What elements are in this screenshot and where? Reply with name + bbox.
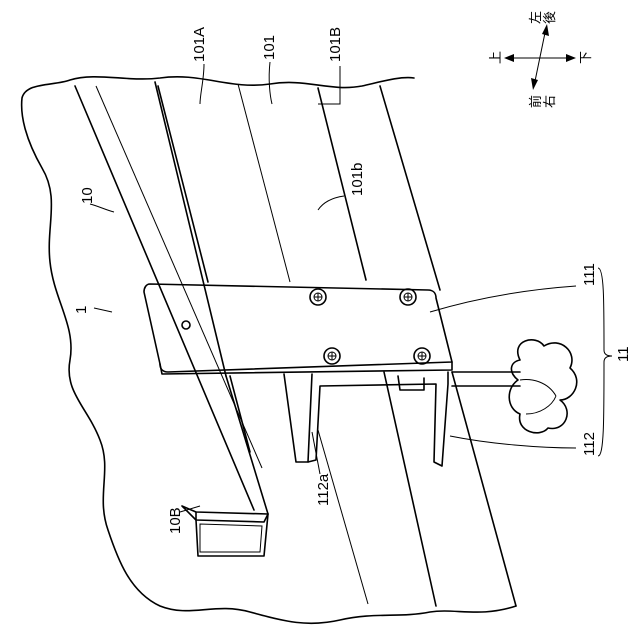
screw-4	[414, 348, 430, 364]
screw-2	[400, 289, 416, 305]
label-101: 101	[261, 35, 278, 60]
outline-boundary	[22, 77, 516, 624]
rail-10-edge	[155, 82, 226, 376]
label-1: 1	[73, 306, 90, 314]
dir-front: 前	[528, 95, 544, 108]
label-112: 112	[581, 432, 598, 456]
screw-3	[324, 348, 340, 364]
dir-up: 上	[489, 51, 504, 64]
member-101-right-edge	[380, 86, 440, 290]
clamp-rod	[452, 372, 520, 386]
label-11: 11	[615, 346, 632, 362]
direction-indicator: 上 下 左 後 前 右	[489, 11, 594, 108]
plate-hole	[182, 321, 190, 329]
label-112a: 112a	[315, 473, 332, 506]
member-101-lower-right	[452, 372, 516, 606]
label-111: 111	[581, 263, 598, 286]
member-101-inner-line	[238, 84, 290, 282]
label-101b: 101b	[349, 163, 366, 196]
dir-back: 後	[543, 11, 558, 24]
dir-right: 右	[543, 95, 558, 108]
dir-left: 左	[529, 11, 544, 24]
clamp-block	[398, 376, 424, 390]
member-lower-line-3	[230, 376, 250, 452]
label-10: 10	[79, 187, 96, 204]
dir-down: 下	[579, 51, 594, 64]
label-101A: 101A	[191, 27, 208, 62]
screw-1	[310, 289, 326, 305]
clamp-112-body	[308, 372, 448, 466]
rail-end-10B	[182, 506, 268, 556]
rail-end-10B-inner	[200, 524, 262, 552]
clamp-112a-jaw	[284, 374, 308, 462]
label-101B: 101B	[327, 27, 344, 62]
member-lower-line-1	[384, 372, 436, 606]
member-101A-edge	[158, 86, 208, 282]
member-lower-line-2	[318, 430, 368, 604]
label-10B: 10B	[167, 507, 184, 534]
